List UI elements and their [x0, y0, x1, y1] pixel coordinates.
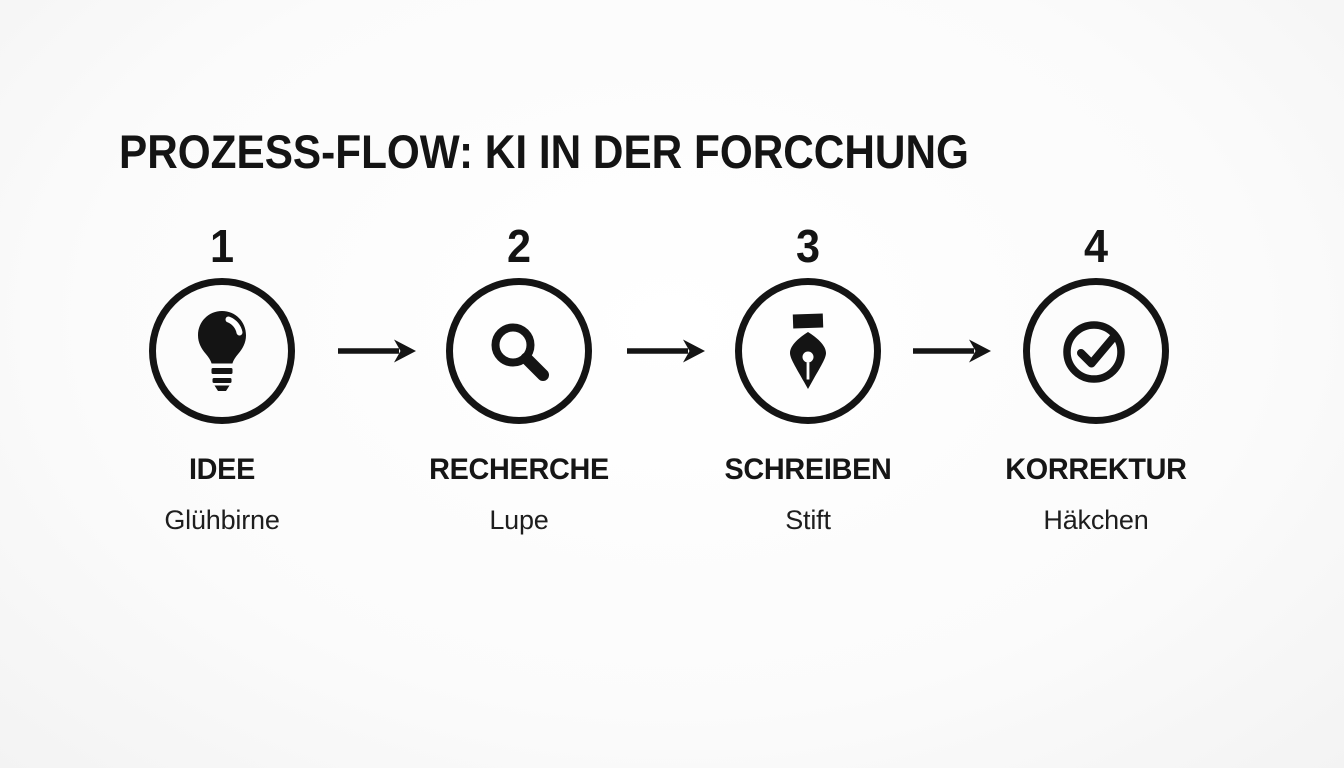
step-label: SCHREIBEN: [724, 453, 892, 486]
check-circle-icon: [1059, 314, 1133, 388]
step-schreiben: 3 SCHREIBEN Stift: [678, 222, 938, 536]
arrow-right-icon: [625, 336, 707, 366]
lightbulb-icon: [195, 310, 249, 392]
step-label: KORREKTUR: [1005, 453, 1187, 486]
step-idee: 1 IDEE Glühbirne: [92, 222, 352, 536]
step-icon-circle: [446, 278, 592, 424]
step-sublabel: Stift: [785, 505, 831, 535]
step-sublabel: Glühbirne: [164, 505, 280, 535]
arrow-right-icon: [911, 336, 993, 366]
step-recherche: 2 RECHERCHE Lupe: [389, 222, 649, 536]
page-title: PROZESS-FLOW: KI IN DER FORCCHUNG: [119, 125, 969, 178]
magnifier-icon: [486, 318, 552, 384]
step-sublabel: Häkchen: [1043, 505, 1149, 535]
step-icon-circle: [1023, 278, 1169, 424]
step-korrektur: 4 KORREKTUR Häkchen: [966, 222, 1226, 536]
pen-nib-icon: [785, 311, 831, 391]
step-icon-circle: [735, 278, 881, 424]
step-number: 1: [209, 220, 235, 272]
step-number: 4: [1083, 220, 1109, 272]
arrow-right-icon: [336, 336, 418, 366]
step-icon-circle: [149, 278, 295, 424]
step-number: 3: [795, 220, 821, 272]
step-number: 2: [506, 220, 532, 272]
step-sublabel: Lupe: [489, 505, 549, 535]
step-label: RECHERCHE: [429, 453, 609, 486]
step-label: IDEE: [188, 453, 256, 486]
